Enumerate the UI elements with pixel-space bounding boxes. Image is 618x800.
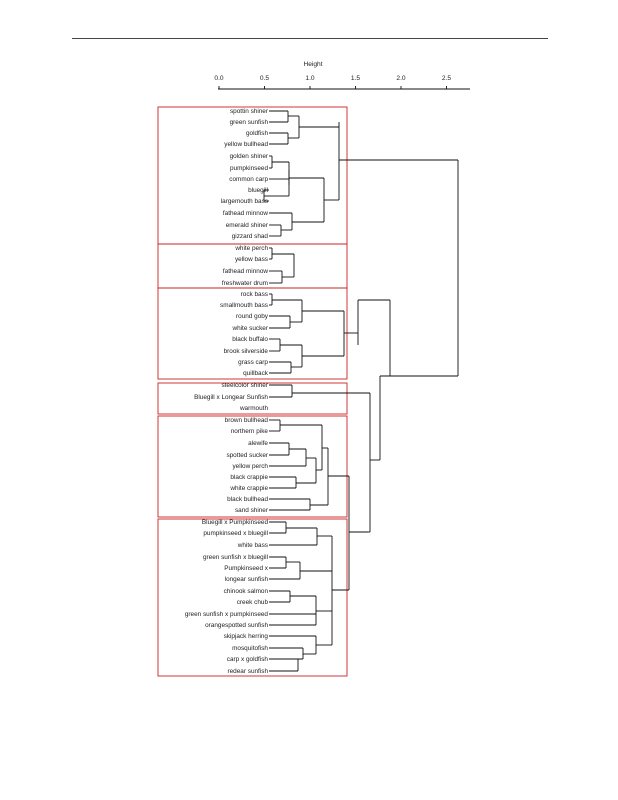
leaf-label: redear sunfish bbox=[228, 668, 269, 675]
leaf-label: spotted sucker bbox=[226, 452, 268, 459]
leaf-label: yellow bass bbox=[235, 256, 268, 263]
leaf-label: white bass bbox=[237, 542, 268, 549]
leaf-label: green sunfish x bluegill bbox=[203, 554, 268, 561]
leaf-label: warmouth bbox=[239, 405, 269, 412]
leaf-label: spottin shiner bbox=[230, 108, 269, 115]
leaf-label: longear sunfish bbox=[225, 576, 269, 583]
leaf-label: sand shiner bbox=[235, 507, 269, 514]
leaf-label: northern pike bbox=[231, 428, 269, 435]
leaf-label: mosquitofish bbox=[232, 645, 268, 652]
leaf-label: carp x goldfish bbox=[227, 656, 269, 663]
leaf-label: green sunfish bbox=[230, 119, 269, 126]
leaf-label: pumpkinseed bbox=[230, 165, 268, 172]
page-top-rule bbox=[72, 38, 548, 39]
leaf-label: Bluegill x Pumpkinseed bbox=[202, 519, 269, 526]
axis-tick-label: 2.5 bbox=[442, 75, 451, 82]
leaf-label: goldfish bbox=[246, 130, 268, 137]
axis-tick-label: 0.0 bbox=[214, 75, 223, 82]
leaf-label: brook silverside bbox=[224, 348, 269, 355]
leaf-label: white perch bbox=[234, 245, 268, 252]
leaf-label: gizzard shad bbox=[232, 233, 269, 240]
leaf-label: largemouth bass bbox=[221, 198, 268, 205]
leaf-label: black crappie bbox=[230, 474, 268, 481]
leaf-label: quillback bbox=[243, 370, 269, 377]
leaf-label: yellow bullhead bbox=[224, 141, 268, 148]
leaf-label: white sucker bbox=[231, 325, 268, 332]
leaf-labels: spottin shiner green sunfish goldfish yello… bbox=[185, 108, 269, 675]
leaf-label: common carp bbox=[229, 176, 268, 183]
leaf-label: rock bass bbox=[241, 291, 268, 298]
leaf-label: Pumpkinseed x bbox=[224, 565, 268, 572]
leaf-label: freshwater drum bbox=[222, 280, 268, 287]
cluster-box-3 bbox=[157, 287, 348, 380]
leaf-label: pumpkinseed x bluegill bbox=[203, 530, 268, 537]
leaf-label: emerald shiner bbox=[226, 222, 269, 229]
axis-tick-label: 2.0 bbox=[396, 75, 405, 82]
leaf-label: black bullhead bbox=[227, 496, 268, 503]
height-axis: Height 0.0 0.5 1.0 1.5 2.0 2.5 bbox=[214, 61, 470, 90]
leaf-label: smallmouth bass bbox=[220, 302, 268, 309]
leaf-label: steelcolor shiner bbox=[221, 382, 268, 389]
leaf-label: creek chub bbox=[237, 599, 269, 606]
leaf-label: golden shiner bbox=[230, 153, 269, 160]
leaf-label: Bluegill x Longear Sunfish bbox=[194, 394, 268, 401]
cluster-box-4 bbox=[157, 382, 348, 415]
cluster-boxes bbox=[157, 106, 348, 677]
leaf-label: white crappie bbox=[229, 485, 268, 492]
axis-tick-label: 1.0 bbox=[305, 75, 314, 82]
leaf-label: yellow perch bbox=[232, 463, 268, 470]
leaf-label: black buffalo bbox=[232, 336, 268, 343]
dendrogram-branches bbox=[263, 110, 459, 672]
leaf-label: fathead minnow bbox=[223, 210, 269, 217]
axis-tick-label: 0.5 bbox=[260, 75, 269, 82]
leaf-label: grass carp bbox=[238, 359, 268, 366]
axis-tick-label: 1.5 bbox=[351, 75, 360, 82]
leaf-label: fathead minnow bbox=[223, 268, 269, 275]
cluster-box-5 bbox=[157, 415, 348, 518]
leaf-label: green sunfish x pumpkinseed bbox=[185, 611, 269, 618]
leaf-label: skipjack herring bbox=[224, 633, 269, 640]
cluster-box-6 bbox=[157, 518, 348, 677]
leaf-label: brown bullhead bbox=[225, 417, 269, 424]
leaf-label: round goby bbox=[236, 313, 269, 320]
axis-title: Height bbox=[303, 61, 322, 68]
leaf-label: alewife bbox=[248, 440, 268, 447]
leaf-label: orangespotted sunfish bbox=[205, 622, 268, 629]
leaf-label: bluegill bbox=[248, 187, 268, 194]
leaf-label: chinook salmon bbox=[224, 588, 269, 595]
